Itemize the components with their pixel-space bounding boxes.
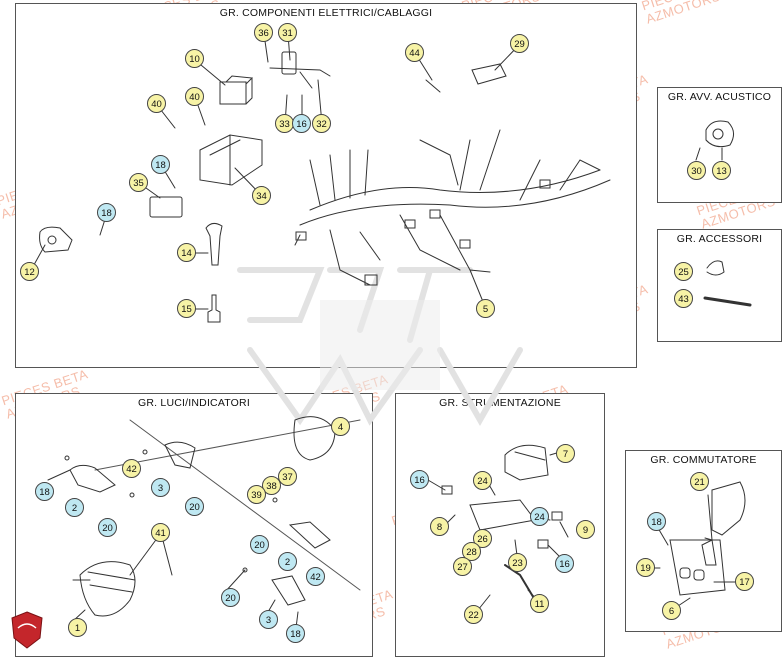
callout-24: 24: [473, 471, 492, 490]
panel-title: GR. AVV. ACUSTICO: [667, 91, 772, 103]
callout-18: 18: [286, 624, 305, 643]
callout-20: 20: [250, 535, 269, 554]
callout-32: 32: [312, 114, 331, 133]
callout-18: 18: [35, 482, 54, 501]
callout-14: 14: [177, 243, 196, 262]
callout-27: 27: [453, 557, 472, 576]
callout-4: 4: [331, 417, 350, 436]
callout-34: 34: [252, 186, 271, 205]
callout-3: 3: [259, 610, 278, 629]
callout-35: 35: [129, 173, 148, 192]
callout-42: 42: [122, 459, 141, 478]
callout-22: 22: [464, 605, 483, 624]
callout-9: 9: [576, 520, 595, 539]
panel-title: GR. ACCESSORI: [676, 233, 763, 245]
callout-29: 29: [510, 34, 529, 53]
callout-37: 37: [278, 467, 297, 486]
callout-16: 16: [292, 114, 311, 133]
callout-19: 19: [636, 558, 655, 577]
callout-20: 20: [98, 518, 117, 537]
callout-8: 8: [430, 517, 449, 536]
panel-title: GR. LUCI/INDICATORI: [138, 397, 250, 409]
callout-42: 42: [306, 567, 325, 586]
callout-39: 39: [247, 485, 266, 504]
callout-2: 2: [65, 498, 84, 517]
callout-38: 38: [262, 476, 281, 495]
callout-13: 13: [712, 161, 731, 180]
callout-6: 6: [662, 601, 681, 620]
callout-41: 41: [151, 523, 170, 542]
callout-21: 21: [690, 472, 709, 491]
callout-23: 23: [508, 553, 527, 572]
panel-title: GR. COMMUTATORE: [650, 454, 757, 466]
callout-10: 10: [185, 49, 204, 68]
callout-44: 44: [405, 43, 424, 62]
callout-16: 16: [410, 470, 429, 489]
callout-40: 40: [185, 87, 204, 106]
callout-17: 17: [735, 572, 754, 591]
callout-3: 3: [151, 478, 170, 497]
callout-18: 18: [97, 203, 116, 222]
callout-15: 15: [177, 299, 196, 318]
callout-25: 25: [674, 262, 693, 281]
callout-20: 20: [185, 497, 204, 516]
callout-1: 1: [68, 618, 87, 637]
callout-28: 28: [462, 542, 481, 561]
callout-18: 18: [151, 155, 170, 174]
panel-title: GR. COMPONENTI ELETTRICI/CABLAGGI: [219, 7, 433, 19]
callout-26: 26: [473, 529, 492, 548]
callout-7: 7: [556, 444, 575, 463]
callout-2: 2: [278, 552, 297, 571]
callout-11: 11: [530, 594, 549, 613]
callout-18: 18: [647, 512, 666, 531]
callout-36: 36: [254, 23, 273, 42]
callout-24: 24: [530, 507, 549, 526]
callout-43: 43: [674, 289, 693, 308]
callout-20: 20: [221, 588, 240, 607]
panel-acustico: GR. AVV. ACUSTICO: [657, 87, 782, 203]
callout-12: 12: [20, 262, 39, 281]
callout-5: 5: [476, 299, 495, 318]
callout-31: 31: [278, 23, 297, 42]
callout-30: 30: [687, 161, 706, 180]
callout-40: 40: [147, 94, 166, 113]
brand-logo: [10, 610, 44, 650]
panel-accessori: GR. ACCESSORI: [657, 229, 782, 342]
callout-16: 16: [555, 554, 574, 573]
